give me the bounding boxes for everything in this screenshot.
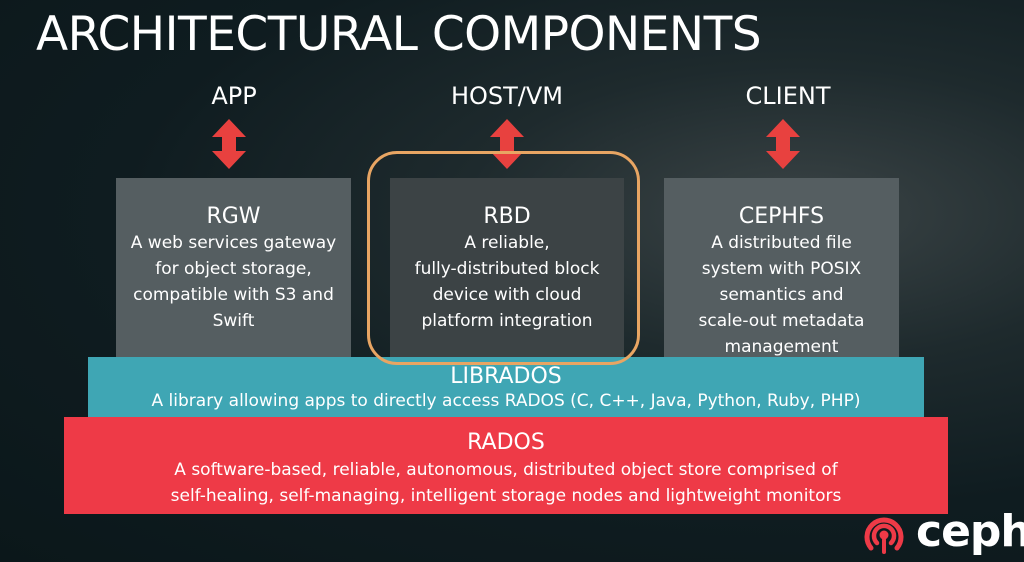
page-title: ARCHITECTURAL COMPONENTS	[36, 7, 762, 62]
rgw-desc-line: A web services gateway	[130, 233, 337, 253]
rados-desc-line: A software-based, reliable, autonomous, …	[174, 460, 838, 480]
rgw-desc-line: Swift	[212, 311, 255, 331]
label-app: APP	[211, 82, 257, 110]
librados-layer: LIBRADOS A library allowing apps to dire…	[88, 357, 924, 417]
librados-desc: A library allowing apps to directly acce…	[151, 391, 861, 411]
cephfs-desc-line: scale-out metadata	[698, 311, 865, 331]
rgw-title: RGW	[206, 204, 261, 229]
double-arrow-icon	[766, 119, 800, 169]
ceph-logo: ceph	[862, 506, 1024, 558]
rbd-title: RBD	[483, 204, 531, 229]
rbd-highlight-outline	[367, 151, 640, 365]
ceph-logo-icon	[864, 517, 904, 554]
cephfs-desc-line: semantics and	[719, 285, 844, 305]
rbd-desc-line: A reliable,	[464, 233, 550, 253]
rbd-box: RBD A reliable, fully-distributed block …	[390, 178, 624, 358]
rbd-desc-line: platform integration	[421, 311, 593, 331]
rgw-desc-line: for object storage,	[155, 259, 312, 279]
cephfs-desc-line: management	[724, 337, 839, 357]
rgw-box: RGW A web services gateway for object st…	[116, 178, 351, 358]
double-arrow-icon	[212, 119, 246, 169]
double-arrow-icon	[490, 119, 524, 169]
rbd-desc-line: fully-distributed block	[414, 259, 600, 279]
rados-desc-line: self-healing, self-managing, intelligent…	[170, 486, 842, 506]
cephfs-desc-line: system with POSIX	[701, 259, 862, 279]
rgw-desc-line: compatible with S3 and	[133, 285, 334, 305]
rados-layer: RADOS A software-based, reliable, autono…	[64, 417, 948, 514]
label-host-vm: HOST/VM	[450, 82, 564, 110]
librados-title: LIBRADOS	[450, 364, 562, 389]
cephfs-box: CEPHFS A distributed file system with PO…	[664, 178, 899, 358]
rados-title: RADOS	[467, 430, 545, 455]
rbd-desc-line: device with cloud	[432, 285, 582, 305]
ceph-logo-text: ceph	[916, 506, 1024, 557]
cephfs-desc-line: A distributed file	[711, 233, 852, 253]
cephfs-title: CEPHFS	[738, 204, 825, 229]
label-client: CLIENT	[745, 82, 831, 110]
